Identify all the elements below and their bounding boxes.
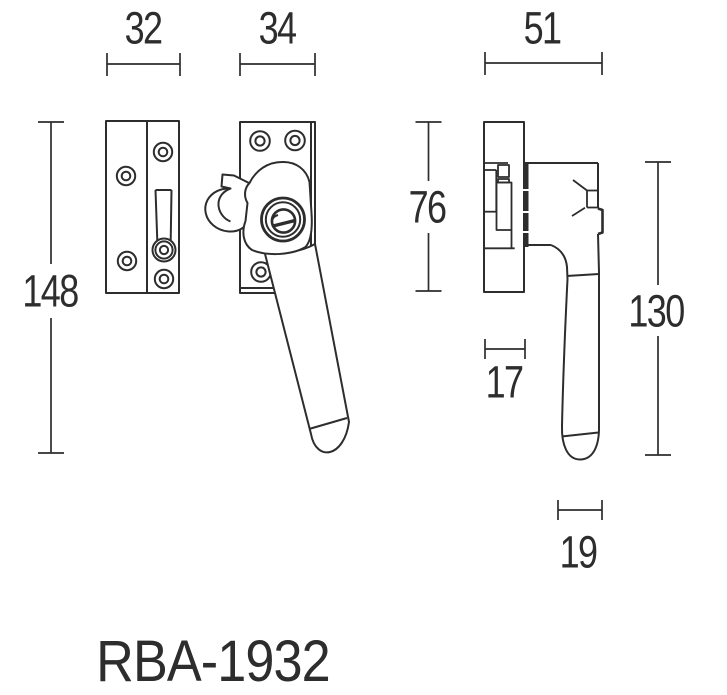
dim-51-line <box>484 52 603 75</box>
dim-19-line <box>557 500 603 520</box>
dim-76-line <box>415 121 442 292</box>
handle-front <box>263 243 350 454</box>
fastener-screw-hole-top-right <box>284 129 306 152</box>
spindle-boss <box>260 196 306 243</box>
key-detail <box>571 179 598 217</box>
handle-width-dim-label: 19 <box>559 526 598 578</box>
dimension-lines <box>38 52 671 520</box>
side-nub <box>597 207 604 236</box>
dim-34-line <box>239 53 316 76</box>
dim-130-line <box>645 161 671 456</box>
fastener-side-view <box>483 121 604 461</box>
side-height-dim-label: 130 <box>628 285 685 337</box>
side-handle-cap-line <box>561 431 599 438</box>
keep-screw-hole-left-upper <box>115 165 137 187</box>
dim-32-line <box>106 53 181 76</box>
keep-screw-hole-top-right <box>152 141 174 163</box>
side-handle-tip <box>560 425 600 461</box>
keep-screw-hole-bottom-right <box>153 268 175 290</box>
hook-inner-edge <box>217 187 231 223</box>
fastener-front-view <box>204 121 350 454</box>
side-handle-neck-line <box>566 273 600 277</box>
keep-latch-slot <box>151 189 177 263</box>
depth-dim-label: 51 <box>523 2 562 54</box>
hook-catch <box>204 173 250 233</box>
backset-dim-label: 17 <box>485 356 524 408</box>
overall-height-dim-label: 148 <box>22 265 79 317</box>
keep-width-dim-label: 32 <box>124 2 163 54</box>
product-code: RBA-1932 <box>96 629 331 694</box>
keep-plate-outline <box>105 120 180 294</box>
mount-gap-strip <box>523 163 529 247</box>
spindle-slot <box>272 218 296 228</box>
fastener-width-dim-label: 34 <box>258 2 297 54</box>
spindle-lever-curl <box>271 214 279 227</box>
keep-screw-hole-left-lower <box>116 250 138 272</box>
dim-17-line <box>484 339 526 359</box>
side-latch-mechanism <box>484 162 515 250</box>
side-plate-outline <box>483 121 525 293</box>
side-body <box>523 162 604 246</box>
plate-height-dim-label: 76 <box>408 181 447 233</box>
handle-tip-cap-line <box>308 417 348 430</box>
dim-148-line <box>38 121 64 454</box>
keep-plate-front-view <box>105 120 180 294</box>
side-handle <box>550 233 600 461</box>
fastener-screw-hole-top-left <box>249 130 271 152</box>
